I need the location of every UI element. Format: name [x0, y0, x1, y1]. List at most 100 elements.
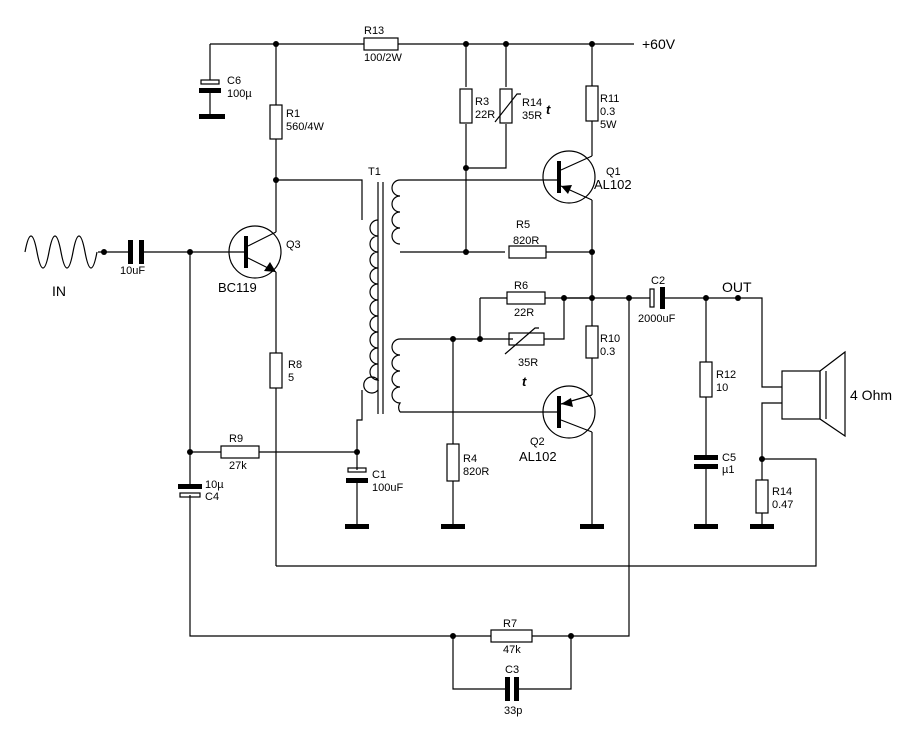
- transformer-t1: T1: [363, 166, 402, 414]
- resistor-r14-out: R14 0.47: [755, 479, 793, 514]
- resistor-r10: R10 0.3: [585, 325, 620, 359]
- junction: [477, 336, 483, 342]
- c4-value: 10µ: [205, 479, 224, 491]
- resistor-r5: R5 820R: [508, 219, 547, 259]
- c2-ref: C2: [651, 275, 665, 287]
- junction: [759, 456, 765, 462]
- junction: [187, 249, 193, 255]
- speaker: 4 Ohm: [781, 350, 892, 438]
- junction: [735, 295, 741, 301]
- r14-out-value: 0.47: [772, 499, 793, 511]
- transistor-q3: Q3 BC119: [218, 225, 301, 295]
- ground-r4: [441, 524, 465, 529]
- r14-top-value: 35R: [522, 110, 542, 122]
- supply-label: +60V: [642, 36, 676, 52]
- resistor-r9: R9 27k: [220, 433, 260, 472]
- r1-value: 560/4W: [286, 121, 325, 133]
- junction: [450, 336, 456, 342]
- r5-ref: R5: [516, 219, 530, 231]
- junction: [568, 633, 574, 639]
- resistor-r3: R3 22R: [459, 88, 495, 124]
- junction: [463, 165, 469, 171]
- q1-ref: Q1: [606, 166, 621, 178]
- r14-top-t-symbol: t: [546, 102, 551, 117]
- junction: [463, 249, 469, 255]
- junction: [561, 295, 567, 301]
- thermistor-mid: 35R t: [504, 327, 545, 389]
- junction: [450, 633, 456, 639]
- capacitor-c5: C5 µ1: [694, 452, 736, 476]
- c4-ref: C4: [205, 491, 219, 503]
- r6-ref: R6: [514, 280, 528, 292]
- r9-ref: R9: [229, 433, 243, 445]
- c3-value: 33p: [504, 705, 522, 717]
- wires: [98, 43, 817, 690]
- q3-ref: Q3: [286, 239, 301, 251]
- r12-ref: R12: [716, 369, 736, 381]
- r4-ref: R4: [463, 453, 477, 465]
- capacitor-c6: C6 100µ: [199, 75, 252, 119]
- transistor-q1: Q1 AL102: [542, 150, 632, 204]
- resistor-r4: R4 820R: [446, 443, 489, 482]
- r11-power: 5W: [600, 119, 617, 131]
- r13-value: 100/2W: [364, 52, 403, 64]
- r8-ref: R8: [288, 359, 302, 371]
- r1-ref: R1: [286, 108, 300, 120]
- t1-ref: T1: [368, 166, 381, 178]
- c3-ref: C3: [505, 664, 519, 676]
- q1-type: AL102: [594, 177, 632, 192]
- resistor-r12: R12 10: [699, 361, 736, 398]
- r11-ref: R11: [600, 93, 619, 105]
- r14-out-ref: R14: [772, 486, 792, 498]
- q2-type: AL102: [519, 449, 557, 464]
- junction: [589, 249, 595, 255]
- junction: [463, 41, 469, 47]
- thermistor-mid-t-symbol: t: [522, 374, 527, 389]
- junction: [273, 41, 279, 47]
- resistor-r1: R1 560/4W: [269, 104, 325, 140]
- junction: [703, 295, 709, 301]
- r5-value: 820R: [513, 235, 539, 247]
- r11-value: 0.3: [600, 106, 615, 118]
- ground-q2: [580, 524, 604, 529]
- c6-value: 100µ: [227, 88, 252, 100]
- capacitor-c4: 10µ C4: [178, 479, 224, 503]
- junction: [589, 41, 595, 47]
- c5-value: µ1: [722, 464, 734, 476]
- r13-ref: R13: [364, 25, 384, 37]
- c6-ref: C6: [227, 75, 241, 87]
- transistor-q2: Q2 AL102: [519, 385, 596, 464]
- junction: [273, 177, 279, 183]
- cin-value: 10uF: [120, 265, 145, 277]
- input-signal: IN: [24, 235, 98, 299]
- resistor-r6: R6 22R: [506, 280, 546, 319]
- capacitor-input: 10uF: [120, 240, 145, 277]
- thermistor-r14-top: R14 35R t: [494, 88, 551, 124]
- junction: [101, 249, 107, 255]
- c1-value: 100uF: [372, 482, 403, 494]
- junction: [589, 295, 595, 301]
- r14-top-ref: R14: [522, 97, 542, 109]
- r8-value: 5: [288, 372, 294, 384]
- output-label: OUT: [722, 279, 752, 295]
- junction: [354, 449, 360, 455]
- capacitor-c3: C3 33p: [504, 664, 522, 717]
- r9-value: 27k: [229, 460, 247, 472]
- r3-ref: R3: [475, 96, 489, 108]
- junctions: [101, 41, 765, 639]
- r7-ref: R7: [503, 618, 517, 630]
- c1-ref: C1: [372, 469, 386, 481]
- r3-value: 22R: [475, 109, 495, 121]
- capacitor-c1: C1 100uF: [345, 467, 403, 529]
- r6-value: 22R: [514, 307, 534, 319]
- r4-value: 820R: [463, 466, 489, 478]
- resistor-r7: R7 47k: [490, 618, 533, 656]
- resistor-r11: R11 0.3 5W: [585, 85, 619, 131]
- junction: [626, 295, 632, 301]
- capacitor-c2: C2 2000uF: [638, 275, 676, 325]
- r10-ref: R10: [600, 333, 620, 345]
- resistor-r13: R13 100/2W: [363, 25, 403, 64]
- resistor-r8: R8 5: [269, 352, 302, 389]
- c2-value: 2000uF: [638, 313, 676, 325]
